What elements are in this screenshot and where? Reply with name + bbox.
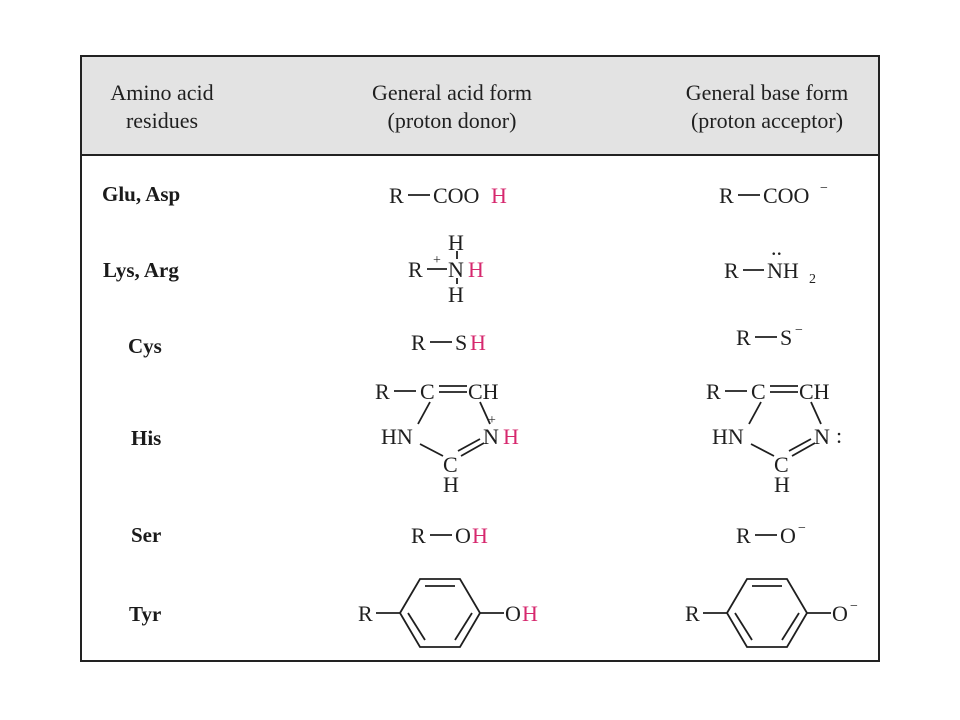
residue-tyr: Tyr — [129, 602, 162, 626]
his-base-ring-br-2 — [788, 438, 812, 452]
lys-acid-r: R — [408, 257, 423, 282]
table-header: Amino acid residues General acid form (p… — [82, 57, 878, 156]
ser-acid-r: R — [411, 523, 426, 548]
residue-ser: Ser — [131, 523, 162, 547]
glu-acid-coo: COO — [433, 183, 479, 208]
his-acid-ring-br-2 — [457, 438, 481, 452]
his-base-lone-pair: : — [836, 423, 842, 448]
his-base-ring-left — [748, 401, 762, 425]
glu-acid-r: R — [389, 183, 404, 208]
lys-base-lone-pair: .. — [771, 235, 782, 260]
residue-cys: Cys — [128, 334, 162, 358]
his-base-n: N — [814, 424, 830, 449]
glu-base-coo: COO — [763, 183, 809, 208]
header-acid-form: General acid form (proton donor) — [332, 79, 572, 135]
his-acid-ring-bl — [419, 443, 444, 457]
lys-base-subscript: 2 — [809, 272, 816, 287]
his-acid-hn: HN — [381, 424, 413, 449]
tyr-acid-inner-2 — [454, 612, 473, 641]
ser-base-o: O — [780, 523, 796, 548]
tyr-acid-inner-3 — [407, 612, 426, 641]
ser-base-charge: − — [798, 521, 806, 536]
his-acid-ring-br-1 — [460, 442, 485, 457]
header-base-line2: (proton acceptor) — [690, 108, 844, 133]
his-acid-ring-right — [479, 401, 491, 425]
residue-his: His — [131, 426, 162, 450]
bond-lines — [376, 194, 831, 648]
tyr-acid-ring — [398, 578, 482, 648]
header-acid-line1: General acid form — [371, 80, 533, 105]
cys-acid-s: S — [455, 330, 467, 355]
residue-lys-arg: Lys, Arg — [103, 258, 179, 282]
his-base-h-bottom: H — [774, 472, 790, 497]
lys-base-r: R — [724, 258, 739, 283]
his-base-c: C — [751, 379, 766, 404]
tyr-base-charge: − — [850, 599, 858, 614]
cys-acid-r: R — [411, 330, 426, 355]
header-residues-line2: residues — [125, 108, 199, 133]
his-base-hn: HN — [712, 424, 744, 449]
tyr-acid-proton: H — [522, 601, 538, 626]
his-base-ring-right — [810, 401, 822, 425]
his-acid-c: C — [420, 379, 435, 404]
lys-acid-proton: H — [468, 257, 484, 282]
his-acid-ring-left — [417, 401, 431, 425]
cys-acid-proton: H — [470, 330, 486, 355]
header-acid-line2: (proton donor) — [387, 108, 517, 133]
header-base-form: General base form (proton acceptor) — [652, 79, 882, 135]
lys-acid-h-bottom: H — [448, 282, 464, 307]
ser-base-r: R — [736, 523, 751, 548]
his-acid-c2: C — [443, 452, 458, 477]
tyr-base-inner-2 — [781, 612, 800, 641]
glu-base-r: R — [719, 183, 734, 208]
tyr-base-r: R — [685, 601, 700, 626]
his-base-r: R — [706, 379, 721, 404]
ser-acid-o: O — [455, 523, 471, 548]
cys-base-s: S — [780, 325, 792, 350]
glu-base-charge: − — [820, 181, 828, 196]
glu-acid-proton: H — [491, 183, 507, 208]
lys-acid-n: N — [448, 257, 464, 282]
header-residues-line1: Amino acid — [110, 80, 214, 105]
tyr-base-ring — [725, 578, 809, 648]
lys-base-nh: NH — [767, 258, 799, 283]
ser-acid-proton: H — [472, 523, 488, 548]
residue-glu-asp: Glu, Asp — [102, 182, 181, 206]
cys-base-charge: − — [795, 323, 803, 338]
his-base-ring-br-1 — [791, 442, 816, 457]
his-acid-r: R — [375, 379, 390, 404]
cys-base-r: R — [736, 325, 751, 350]
his-base-ch: CH — [799, 379, 830, 404]
his-acid-n: N — [483, 424, 499, 449]
his-acid-proton: H — [503, 424, 519, 449]
his-acid-h-bottom: H — [443, 472, 459, 497]
his-acid-ch: CH — [468, 379, 499, 404]
his-base-c2: C — [774, 452, 789, 477]
tyr-acid-r: R — [358, 601, 373, 626]
tyr-base-inner-3 — [734, 612, 753, 641]
tyr-acid-o: O — [505, 601, 521, 626]
header-base-line1: General base form — [685, 80, 849, 105]
his-base-ring-bl — [750, 443, 775, 457]
lys-acid-h-top: H — [448, 230, 464, 255]
tyr-base-o: O — [832, 601, 848, 626]
his-acid-plus: + — [488, 413, 496, 428]
lys-acid-plus: + — [433, 253, 441, 268]
header-residues: Amino acid residues — [82, 79, 242, 135]
amino-acid-table: Amino acid residues General acid form (p… — [80, 55, 880, 662]
